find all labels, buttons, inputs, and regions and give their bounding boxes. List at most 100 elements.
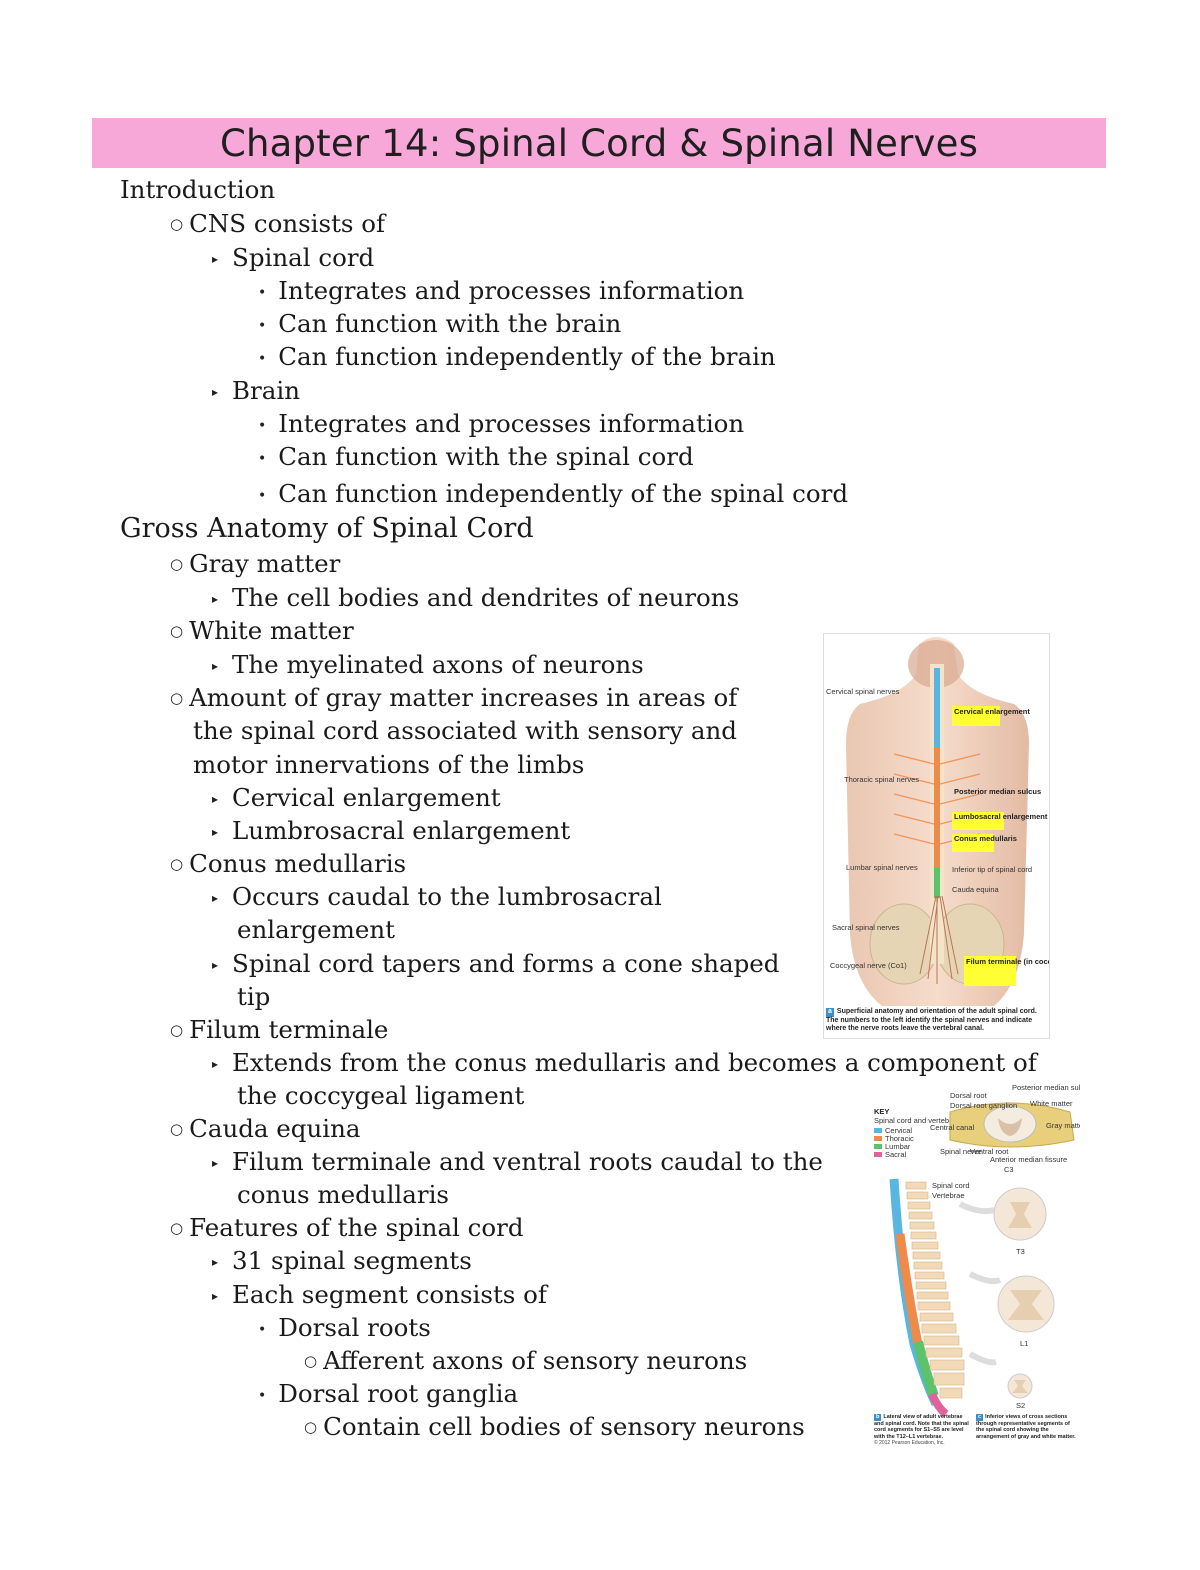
outline-item: ○Filum terminale: [170, 1013, 388, 1047]
bullet-triangle-icon: ▸: [212, 659, 219, 673]
filum-highlight: [964, 956, 1016, 986]
label-c3: C3: [1004, 1165, 1014, 1174]
outline-item: ▸ Occurs caudal to the lumbrosacral: [212, 880, 662, 915]
label-central-canal: Central canal: [930, 1123, 975, 1132]
outline-item: ○ Cauda equina: [170, 1112, 361, 1146]
outline-item: ▸Spinal cord tapers and forms a cone sha…: [212, 947, 779, 982]
outline-item: • Can function independently of the spina…: [258, 477, 848, 513]
outline-item: conus medullaris: [237, 1178, 449, 1211]
bullet-triangle-icon: ▸: [212, 891, 219, 905]
label-drg: Dorsal root ganglion: [950, 1101, 1017, 1110]
label-conus: Conus medullaris: [954, 834, 1017, 843]
outline-item: ○Amount of gray matter increases in area…: [170, 681, 737, 715]
label-filum: Filum terminale (in coccygeal ligament): [966, 957, 1049, 966]
outline-text: Spinal cord: [232, 243, 375, 272]
outline-text: Integrates and processes information: [278, 409, 745, 438]
label-dorsal-root: Dorsal root: [950, 1091, 988, 1100]
outline-item: ▸ Each segment consists of: [212, 1278, 547, 1313]
key-sacral: Sacral: [885, 1150, 907, 1159]
bullet-dot-icon: •: [258, 351, 267, 367]
outline-item: ▸ Spinal cord: [212, 241, 374, 276]
outline-item: ▸Brain: [212, 374, 300, 409]
outline-text: Afferent axons of sensory neurons: [323, 1346, 748, 1375]
outline-text: Gray matter: [189, 549, 341, 578]
label-gray-matter: Gray matter: [1046, 1121, 1080, 1130]
bullet-dot-icon: •: [258, 318, 267, 334]
conus-highlight: [952, 834, 994, 852]
outline-text: Filum terminale: [189, 1015, 389, 1044]
outline-text: Can function independently of the spinal…: [278, 479, 849, 508]
section-heading: Gross Anatomy of Spinal Cord: [120, 512, 534, 545]
figure2-copyright: © 2012 Pearson Education, Inc.: [874, 1440, 945, 1446]
outline-text: Dorsal roots: [278, 1313, 431, 1342]
outline-text: Can function with the spinal cord: [278, 442, 694, 471]
outline-text: Introduction: [120, 175, 276, 204]
outline-text: motor innervations of the limbs: [193, 750, 585, 779]
outline-text: Cauda equina: [189, 1114, 361, 1143]
outline-item: enlargement: [237, 913, 395, 946]
key-lumbar: Lumbar: [885, 1142, 911, 1151]
figure1-caption-text: Superficial anatomy and orientation of t…: [826, 1008, 1037, 1032]
outline-text: Cervical enlargement: [232, 783, 501, 812]
bullet-dot-icon: •: [258, 451, 267, 467]
outline-item: •Integrates and processes information: [258, 274, 744, 310]
bullet-circle-icon: ○: [304, 1418, 318, 1436]
label-spinal-cord: Spinal cord: [932, 1181, 970, 1190]
spinal-cord-illustration: Cervical spinal nerves Thoracic spinal n…: [826, 637, 1107, 1006]
key-thoracic: Thoracic: [885, 1134, 914, 1143]
key-subtitle: Spinal cord and vertebral regions: [874, 1116, 984, 1125]
outline-text: Can function with the brain: [278, 309, 622, 338]
outline-item: •Dorsal root ganglia: [258, 1377, 518, 1413]
outline-text: tip: [237, 982, 271, 1011]
figure1-letter: a: [826, 1008, 834, 1017]
spinal-segments-illustration: KEY Spinal cord and vertebral regions Ce…: [874, 1083, 1092, 1418]
outline-item: the coccygeal ligament: [237, 1079, 524, 1112]
outline-item: tip: [237, 980, 270, 1013]
outline-text: Contain cell bodies of sensory neurons: [323, 1412, 805, 1441]
bullet-triangle-icon: ▸: [212, 1057, 219, 1071]
outline-text: Each segment consists of: [232, 1280, 547, 1309]
bullet-triangle-icon: ▸: [212, 825, 219, 839]
outline-item: ○Afferent axons of sensory neurons: [304, 1344, 747, 1378]
bullet-dot-icon: •: [258, 488, 267, 504]
outline-text: Occurs caudal to the lumbrosacral: [232, 882, 662, 911]
outline-text: Can function independently of the brain: [278, 342, 776, 371]
bullet-circle-icon: ○: [170, 1120, 184, 1138]
outline-item: ○ Contain cell bodies of sensory neurons: [304, 1410, 805, 1444]
outline-item: •Dorsal roots: [258, 1311, 431, 1347]
bullet-triangle-icon: ▸: [212, 1289, 219, 1303]
label-thoracic-nerves: Thoracic spinal nerves: [844, 775, 919, 784]
label-lumbar-nerves: Lumbar spinal nerves: [846, 863, 918, 872]
title-banner: Chapter 14: Spinal Cord & Spinal Nerves: [92, 118, 1106, 168]
key-cervical: Cervical: [885, 1126, 912, 1135]
outline-item: ○Gray matter: [170, 547, 340, 581]
bullet-triangle-icon: ▸: [212, 252, 219, 266]
label-coccygeal-nerve: Coccygeal nerve (Co1): [830, 961, 907, 970]
outline-item: ▸Filum terminale and ventral roots cauda…: [212, 1145, 823, 1180]
spinal-cord-posterior-figure: Cervical spinal nerves Thoracic spinal n…: [823, 633, 1107, 1039]
label-anterior-fissure: Anterior median fissure: [990, 1155, 1067, 1164]
bullet-circle-icon: ○: [170, 1219, 184, 1237]
outline-item: ▸The cell bodies and dendrites of neuron…: [212, 581, 739, 616]
label-t3: T3: [1016, 1247, 1025, 1256]
outline-text: White matter: [189, 616, 354, 645]
bullet-triangle-icon: ▸: [212, 385, 219, 399]
outline-text: enlargement: [237, 915, 395, 944]
outline-item: ○Features of the spinal cord: [170, 1211, 524, 1245]
label-cervical-nerves: Cervical spinal nerves: [826, 687, 900, 696]
label-lumbosacral: Lumbosacral enlargement: [954, 812, 1048, 821]
figure2-caption-b-text: Lateral view of adult vertebrae and spin…: [874, 1414, 969, 1440]
key-title: KEY: [874, 1107, 889, 1116]
outline-item: • Can function independently of the brain: [258, 340, 776, 376]
outline-item: •Integrates and processes information: [258, 407, 744, 443]
outline-text: Spinal cord tapers and forms a cone shap…: [232, 949, 780, 978]
label-posterior-median-sulcus: Posterior median sulcus: [1012, 1084, 1080, 1092]
outline-item: ▸Extends from the conus medullaris and b…: [212, 1046, 1037, 1081]
label-sacral-nerves: Sacral spinal nerves: [832, 923, 900, 932]
outline-text: Conus medullaris: [189, 849, 407, 878]
label-posterior-sulcus: Posterior median sulcus: [954, 787, 1041, 796]
outline-item: ○CNS consists of: [170, 207, 385, 241]
outline-item: the spinal cord associated with sensory …: [193, 714, 737, 747]
outline-text: The cell bodies and dendrites of neurons: [232, 583, 740, 612]
label-ventral-root: Ventral root: [970, 1147, 1009, 1156]
